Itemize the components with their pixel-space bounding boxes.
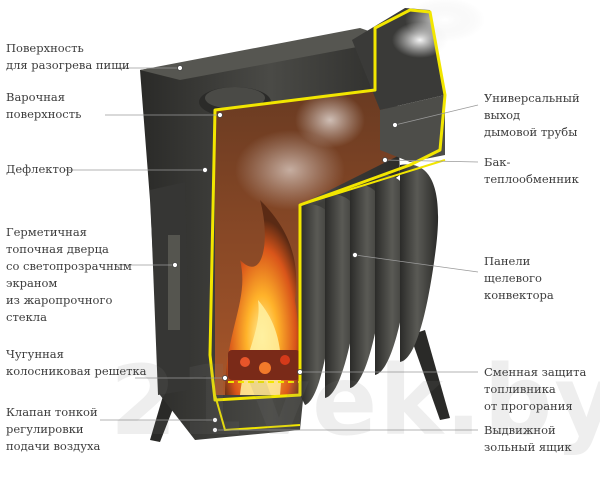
- label-convector-panels: Панели щелевого конвектора: [484, 254, 554, 302]
- label-door: Герметичная топочная дверца со светопроз…: [6, 225, 132, 324]
- leader-lines: [65, 67, 479, 431]
- label-deflector: Дефлектор: [6, 162, 74, 176]
- label-cooking-surface: Варочная поверхность: [6, 90, 82, 121]
- label-grate: Чугунная колосниковая решетка: [6, 347, 147, 378]
- label-ash-drawer: Выдвижной зольный ящик: [484, 423, 572, 454]
- heat-exchanger-tank: [380, 95, 445, 162]
- label-cooking-surface-top: Поверхность для разогрева пищи: [6, 41, 130, 72]
- convector-fins: [300, 164, 439, 405]
- label-air-valve: Клапан тонкой регулировки подачи воздуха: [6, 405, 101, 453]
- smoke-inside: [235, 130, 345, 210]
- right-leg: [410, 330, 450, 420]
- watermark-text: 21vek.by: [110, 345, 600, 457]
- top-plate: [140, 28, 395, 80]
- fire-flames: [225, 200, 300, 395]
- label-flue-outlet: Универсальный выход дымовой трубы: [484, 91, 580, 139]
- leader-dots: [172, 65, 398, 433]
- label-heat-exchanger: Бак-теплообменник: [484, 155, 579, 186]
- label-firebox-protection: Сменная защита топливника от прогорания: [484, 365, 587, 413]
